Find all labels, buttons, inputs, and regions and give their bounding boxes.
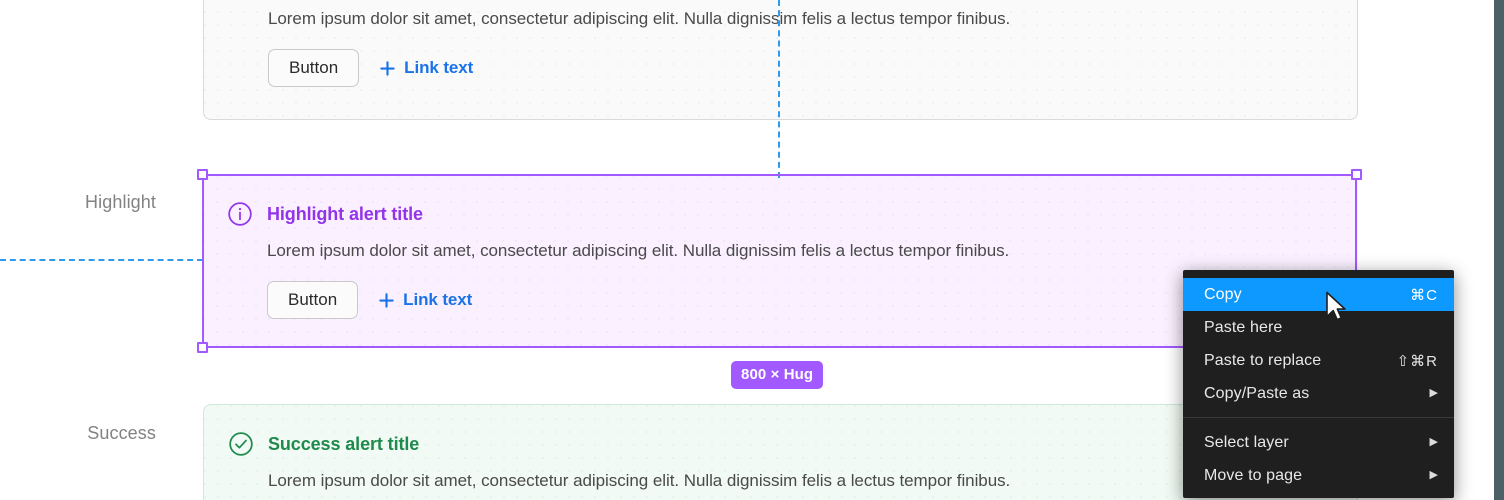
alert-link-highlight[interactable]: Link text: [378, 290, 472, 310]
context-menu-label: Paste to replace: [1204, 351, 1322, 369]
info-circle-icon: [228, 202, 252, 226]
context-menu-shortcut: ⇧⌘R: [1396, 352, 1438, 370]
guide-horizontal: [0, 259, 203, 261]
context-menu-item-paste-here[interactable]: Paste here: [1183, 311, 1454, 344]
guide-vertical: [778, 0, 780, 178]
plus-icon: [379, 292, 394, 308]
row-label-success: Success: [87, 423, 156, 443]
alert-actions-neutral: Button Link text: [228, 49, 1333, 87]
alert-header-highlight: Highlight alert title: [227, 175, 1334, 227]
alert-card-success[interactable]: Success alert title Lorem ipsum dolor si…: [203, 404, 1358, 500]
alert-title-success: Success alert title: [268, 433, 420, 454]
alert-link-label-highlight: Link text: [403, 290, 473, 309]
alert-link-label-neutral: Link text: [404, 58, 474, 77]
alert-button-highlight[interactable]: Button: [267, 281, 359, 319]
context-menu-label: Copy: [1204, 285, 1242, 303]
plus-icon: [380, 60, 395, 76]
context-menu-shortcut: ⌘C: [1410, 286, 1438, 304]
context-menu-label: Copy/Paste as: [1204, 384, 1310, 402]
alert-actions-highlight: Button Link text: [227, 281, 1334, 319]
context-menu-label: Move to page: [1204, 466, 1303, 484]
alert-header-success: Success alert title: [228, 405, 1333, 457]
alert-button-neutral[interactable]: Button: [268, 49, 360, 87]
context-menu-item-select-layer[interactable]: Select layer ▶: [1183, 426, 1454, 459]
chevron-right-icon: ▶: [1429, 436, 1438, 448]
alert-body-success: Lorem ipsum dolor sit amet, consectetur …: [268, 471, 1011, 490]
alert-card-neutral[interactable]: Lorem ipsum dolor sit amet, consectetur …: [203, 0, 1358, 120]
context-menu[interactable]: Copy ⌘C Paste here Paste to replace ⇧⌘R …: [1183, 270, 1454, 498]
context-menu-item-copy[interactable]: Copy ⌘C: [1183, 278, 1454, 311]
selection-size-badge: 800 × Hug: [731, 361, 824, 389]
context-menu-item-paste-to-replace[interactable]: Paste to replace ⇧⌘R: [1183, 344, 1454, 377]
context-menu-separator: [1183, 417, 1454, 418]
canvas-edge-strip: [1494, 0, 1504, 500]
context-menu-item-copy-paste-as[interactable]: Copy/Paste as ▶: [1183, 377, 1454, 410]
context-menu-label: Select layer: [1204, 433, 1289, 451]
context-menu-label: Paste here: [1204, 318, 1283, 336]
alert-body-neutral: Lorem ipsum dolor sit amet, consectetur …: [268, 9, 1011, 28]
alert-body-highlight: Lorem ipsum dolor sit amet, consectetur …: [267, 241, 1010, 260]
alert-card-highlight[interactable]: Highlight alert title Lorem ipsum dolor …: [203, 175, 1358, 347]
row-label-highlight: Highlight: [85, 192, 156, 212]
check-circle-icon: [229, 432, 253, 456]
chevron-right-icon: ▶: [1429, 469, 1438, 481]
chevron-right-icon: ▶: [1429, 387, 1438, 399]
alert-title-highlight: Highlight alert title: [267, 203, 423, 224]
context-menu-item-move-to-page[interactable]: Move to page ▶: [1183, 459, 1454, 492]
alert-link-neutral[interactable]: Link text: [379, 58, 473, 78]
